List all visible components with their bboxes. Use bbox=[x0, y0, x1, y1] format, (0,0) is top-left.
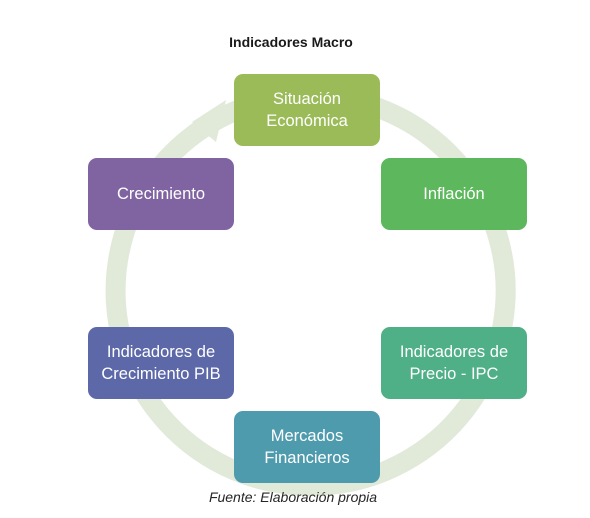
node-inflacion: Inflación bbox=[381, 158, 527, 230]
node-situacion-economica: Situación Económica bbox=[234, 74, 380, 146]
source-caption: Fuente: Elaboración propia bbox=[208, 489, 378, 505]
diagram-title: Indicadores Macro bbox=[229, 34, 353, 50]
cycle-ring bbox=[105, 85, 516, 496]
node-indicadores-precio-ipc: Indicadores de Precio - IPC bbox=[381, 327, 527, 399]
cycle-arrowhead bbox=[192, 100, 226, 142]
node-mercados-financieros: Mercados Financieros bbox=[234, 411, 380, 483]
node-indicadores-crecimiento-pib: Indicadores de Crecimiento PIB bbox=[88, 327, 234, 399]
node-crecimiento: Crecimiento bbox=[88, 158, 234, 230]
